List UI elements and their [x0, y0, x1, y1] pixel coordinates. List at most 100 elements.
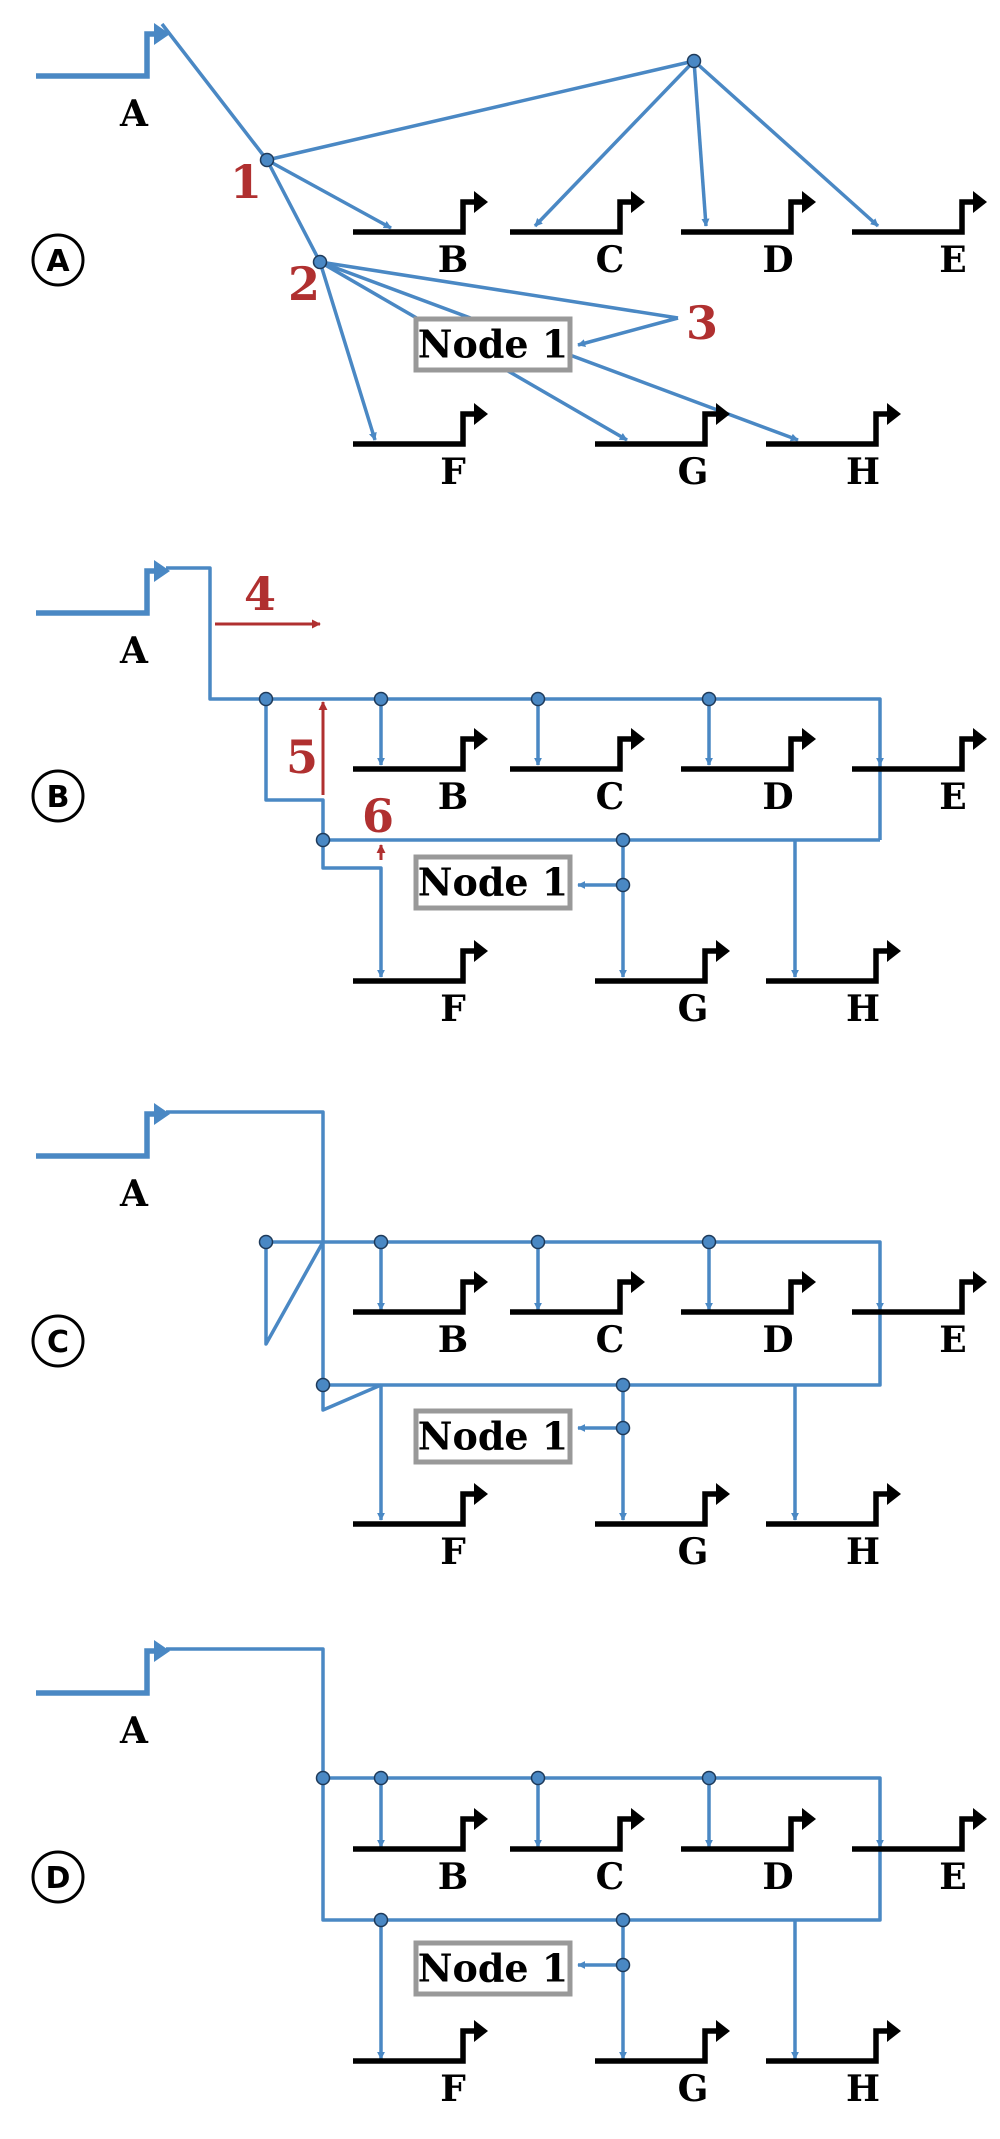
panel-d-dot-node	[615, 1957, 631, 1973]
panel-b-wire-to-F	[321, 840, 385, 978]
panel-c-dot-C	[530, 1234, 546, 1250]
panel-a-node-1-label: Node 1	[418, 322, 569, 367]
panel-c-H-gene-body	[766, 1491, 888, 1527]
panel-c-node-1-box	[413, 1408, 573, 1465]
panel-a-H-label: H	[846, 451, 880, 493]
panel-c-wire-bus	[266, 1240, 884, 1311]
panel-c-dot-2	[315, 1377, 331, 1393]
panel-b-E-label: E	[939, 776, 966, 818]
panel-d-wire-bus	[323, 1776, 884, 1848]
panel-c-D-gene-body	[681, 1279, 803, 1315]
panel-b-dot-B	[373, 691, 389, 707]
panel-c-D-label: D	[762, 1319, 793, 1361]
panel-b-marker-circle	[31, 769, 85, 823]
panel-b-gene-A-gene-body	[36, 568, 158, 616]
panel-d-dot-B	[373, 1770, 389, 1786]
panel-b-dot-C	[530, 691, 546, 707]
panel-d-dot-G	[615, 1912, 631, 1928]
panel-d-dot-F	[373, 1912, 389, 1928]
panel-d-F-label: F	[440, 2068, 466, 2110]
panel-a-E-promoter-arrow-icon	[973, 191, 987, 213]
panel-d-C-gene-body	[510, 1816, 632, 1852]
panel-a-wire-trunk	[160, 22, 377, 441]
panel-c-marker-letter: C	[47, 1325, 69, 1360]
panel-d-gene-A-gene-body	[36, 1648, 158, 1696]
panel-c-E-label: E	[939, 1319, 966, 1361]
panel-b-node-1-label: Node 1	[418, 860, 569, 905]
panel-b-gene-A-promoter-arrow-icon	[154, 560, 170, 582]
panel-d-C-label: C	[596, 1856, 625, 1898]
panel-a-H-gene-body	[766, 411, 888, 447]
panel-a-number-3: 3	[686, 296, 718, 350]
panel-a-wire-to-node-1	[577, 316, 679, 347]
panel-d-marker-letter: D	[46, 1861, 71, 1896]
panel-b-D-label: D	[762, 776, 793, 818]
panel-b-number-5: 5	[286, 730, 318, 784]
panel-a-D-promoter-arrow-icon	[802, 191, 816, 213]
panel-c-F-promoter-arrow-icon	[474, 1483, 488, 1505]
panel-a-D-label: D	[762, 239, 793, 281]
panel-c-B-label: B	[438, 1319, 468, 1361]
panel-a-F-gene-body	[353, 411, 475, 447]
panel-b-number-4: 4	[244, 567, 276, 621]
panel-b-dot-node	[615, 877, 631, 893]
panel-a-gene-A-label: A	[119, 93, 149, 135]
panel-b-G-gene-body	[595, 948, 717, 984]
panel-c-marker-circle	[31, 1314, 85, 1368]
panel-c-C-label: C	[596, 1319, 625, 1361]
panel-c-wire-kink-1	[264, 1241, 325, 1346]
panel-d-node-1-box	[413, 1940, 573, 1997]
panel-c-gene-A-promoter-arrow-icon	[154, 1103, 170, 1125]
panel-a-B-label: B	[438, 239, 468, 281]
panel-a-wire-to-D	[692, 60, 710, 227]
panel-a-dot-hub	[686, 53, 702, 69]
panel-a-gene-A-gene-body	[36, 31, 158, 79]
panel-a-E-label: E	[939, 239, 966, 281]
panel-b-C-promoter-arrow-icon	[631, 728, 645, 750]
panel-a-number-1: 1	[230, 155, 262, 209]
panel-d-D-label: D	[762, 1856, 793, 1898]
panel-b-F-gene-body	[353, 948, 475, 984]
panel-b-F-promoter-arrow-icon	[474, 940, 488, 962]
panel-b-G-label: G	[678, 988, 709, 1030]
panel-d-D-gene-body	[681, 1816, 803, 1852]
panel-a-B-gene-body	[353, 199, 475, 235]
panel-d-wire-main	[166, 1647, 882, 1922]
panel-b-dot-1	[258, 691, 274, 707]
panel-b-E-gene-body	[852, 736, 974, 772]
panel-d-G-promoter-arrow-icon	[716, 2020, 730, 2042]
panel-d-H-promoter-arrow-icon	[887, 2020, 901, 2042]
panel-b-C-label: C	[596, 776, 625, 818]
panel-c-G-gene-body	[595, 1491, 717, 1527]
panel-a-wire-to-hub	[266, 59, 695, 162]
panel-b-gene-A-label: A	[119, 630, 149, 672]
panel-a-dot-1	[259, 152, 275, 168]
panel-d-E-promoter-arrow-icon	[973, 1808, 987, 1830]
panel-c-B-gene-body	[353, 1279, 475, 1315]
panel-d-G-gene-body	[595, 2028, 717, 2064]
panel-c-gene-A-label: A	[119, 1173, 149, 1215]
panel-a-wire-to-3	[319, 260, 679, 320]
panel-a-C-promoter-arrow-icon	[631, 191, 645, 213]
panel-b-D-gene-body	[681, 736, 803, 772]
panel-b-D-promoter-arrow-icon	[802, 728, 816, 750]
panel-a-wire-to-E	[692, 59, 880, 228]
panel-b-H-promoter-arrow-icon	[887, 940, 901, 962]
panel-d-F-gene-body	[353, 2028, 475, 2064]
panel-b-wire-main-bus	[166, 566, 884, 766]
panel-d-gene-A-promoter-arrow-icon	[154, 1640, 170, 1662]
panel-d-marker-circle	[31, 1850, 85, 1904]
panel-a-G-label: G	[678, 451, 709, 493]
panel-b-E-promoter-arrow-icon	[973, 728, 987, 750]
panel-b-B-promoter-arrow-icon	[474, 728, 488, 750]
panel-a-F-label: F	[440, 451, 466, 493]
panel-c-B-promoter-arrow-icon	[474, 1271, 488, 1293]
panel-a-G-promoter-arrow-icon	[716, 403, 730, 425]
panel-a-marker-letter: A	[46, 244, 70, 279]
panel-d-G-label: G	[678, 2068, 709, 2110]
panel-a-C-label: C	[596, 239, 625, 281]
panel-c-wire-kink-2	[321, 1383, 382, 1412]
panel-a-marker-circle	[31, 233, 85, 287]
panel-b-wire-loop	[264, 699, 880, 842]
